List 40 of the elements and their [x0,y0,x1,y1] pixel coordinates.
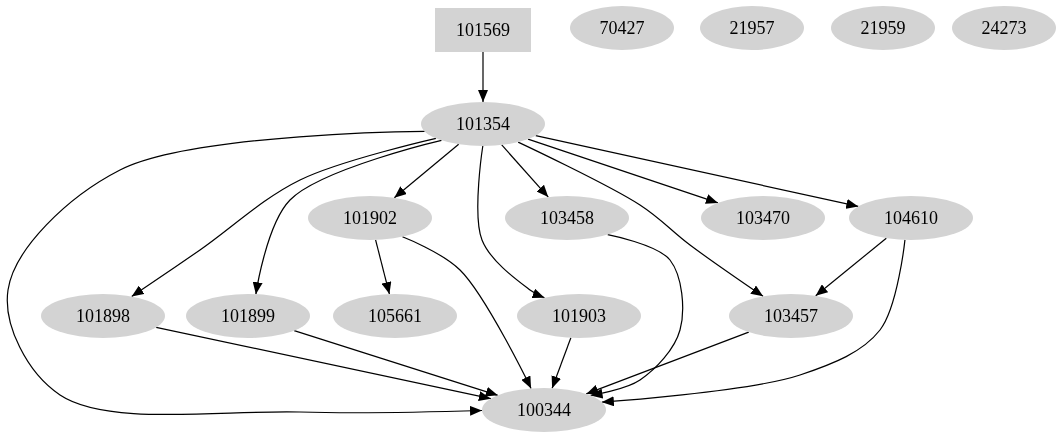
arrow [585,331,750,395]
node-label: 103458 [540,207,594,229]
ellipse-node [482,388,606,432]
node-label: 24273 [981,17,1027,39]
node-label: 100344 [517,399,571,421]
ellipse-node [849,196,973,240]
ellipse-node [421,102,545,146]
node-label: 70427 [599,17,645,39]
arrow [551,337,572,389]
node-label: 21957 [729,17,775,39]
arrow [6,130,483,416]
arrow [501,144,549,198]
node-label: 101898 [76,305,130,327]
node-label: 101903 [552,305,606,327]
node-label: 104610 [884,207,938,229]
arrow [517,141,764,297]
node-label: 101569 [456,19,510,41]
arrow [589,234,684,399]
ellipse-node [505,196,629,240]
arrow [155,326,492,402]
arrow [527,138,719,204]
arrow [293,330,499,397]
arrow [601,239,906,407]
node-label: 101899 [221,305,275,327]
node-label: 103470 [736,207,790,229]
arrow [375,239,392,295]
node-label: 21959 [860,17,906,39]
rectangle-node [435,8,531,52]
arrow [478,51,488,103]
arrow [401,236,532,390]
arrow [131,137,437,298]
arrow [252,139,443,295]
arrow [477,145,546,299]
arrow [535,135,859,209]
node-label: 103457 [764,305,818,327]
node-label: 101902 [343,207,397,229]
node-label: 101354 [456,113,510,135]
node-label: 105661 [368,305,422,327]
arrow [815,237,887,297]
arrow [393,143,460,199]
